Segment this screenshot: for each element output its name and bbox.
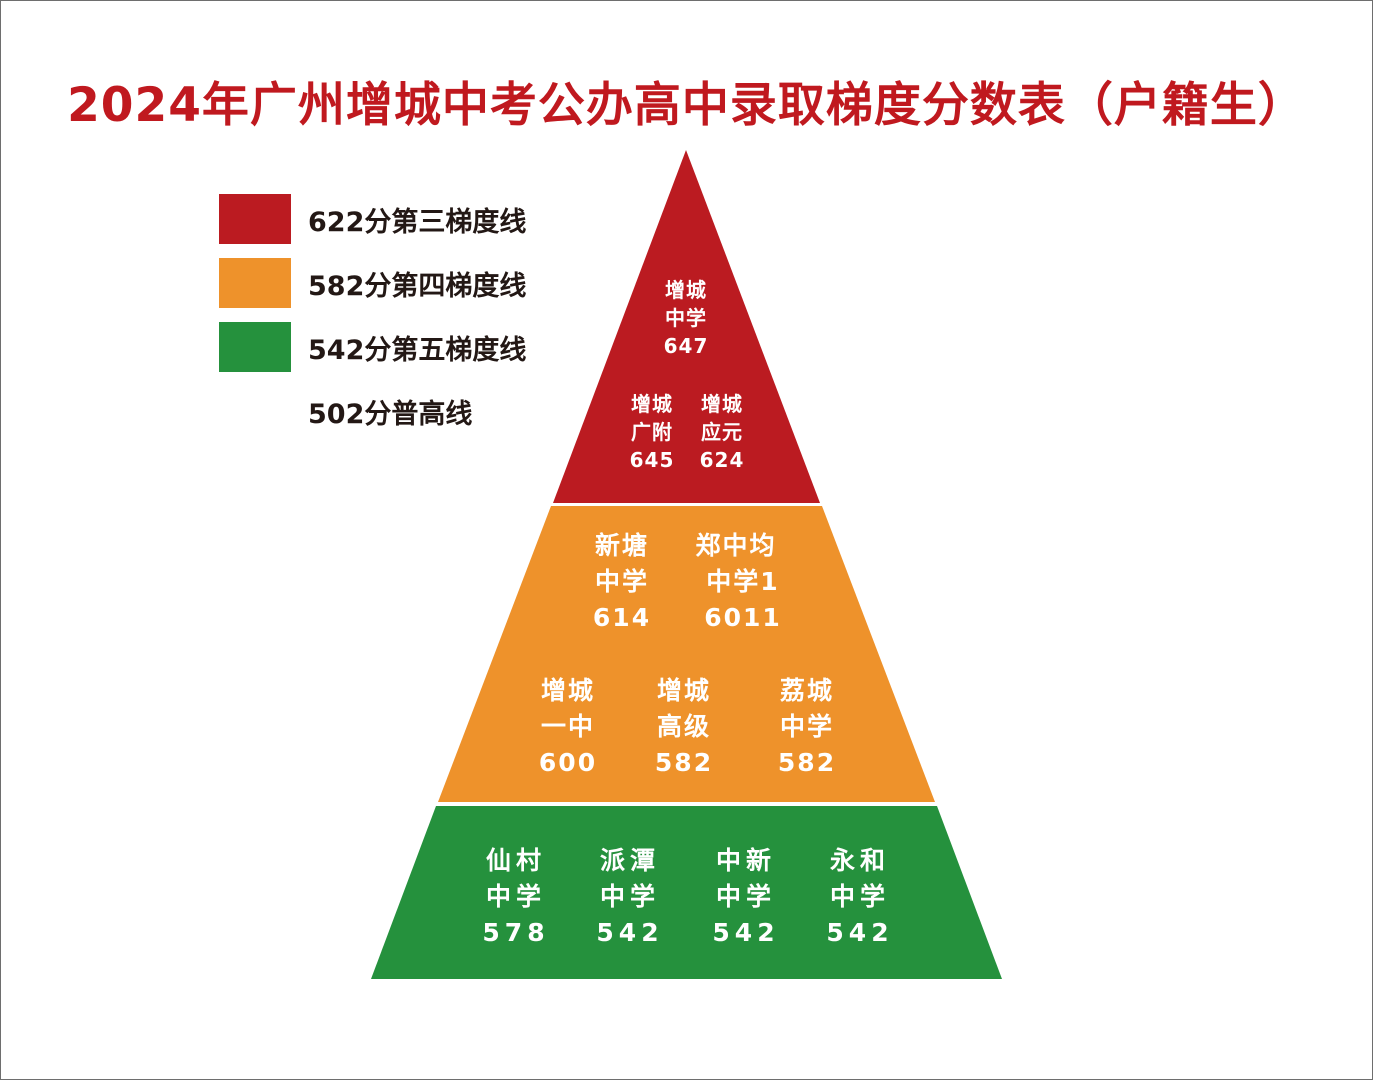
school-name-line2: 广附 bbox=[631, 420, 673, 444]
school-name-line2: 中学 bbox=[715, 882, 776, 911]
school-label: 新塘 中学 614 bbox=[572, 528, 672, 636]
legend-item-tier5: 542分第五梯度线 bbox=[219, 322, 526, 372]
school-label: 增城 中学 647 bbox=[646, 276, 726, 360]
school-score: 645 bbox=[629, 448, 675, 472]
page-title: 2024年广州增城中考公办高中录取梯度分数表（户籍生） bbox=[67, 78, 1306, 133]
school-label: 郑中均 中学1 6011 bbox=[676, 528, 796, 636]
school-name-line2: 中学 bbox=[594, 567, 649, 596]
school-name-line1: 仙村 bbox=[485, 846, 546, 875]
school-name-line1: 郑中均 bbox=[695, 531, 777, 560]
school-score: 578 bbox=[482, 918, 550, 947]
school-score: 647 bbox=[663, 334, 709, 358]
school-label: 增城 广附 645 bbox=[612, 390, 692, 474]
school-name-line1: 增城 bbox=[540, 676, 595, 705]
school-label: 增城 应元 624 bbox=[682, 390, 762, 474]
legend-item-tier4: 582分第四梯度线 bbox=[219, 258, 526, 308]
school-name-line2: 一中 bbox=[540, 712, 595, 741]
school-name-line1: 荔城 bbox=[779, 676, 834, 705]
school-name-line2: 中学 bbox=[829, 882, 890, 911]
legend-label: 622分第三梯度线 bbox=[308, 206, 527, 238]
school-name-line2: 高级 bbox=[656, 712, 711, 741]
school-name-line1: 增城 bbox=[701, 392, 743, 416]
school-score: 624 bbox=[699, 448, 745, 472]
school-name-line2: 中学1 bbox=[706, 567, 780, 596]
school-name-line2: 中学 bbox=[599, 882, 660, 911]
legend-swatch-orange bbox=[219, 258, 291, 308]
school-score: 614 bbox=[592, 603, 652, 632]
school-name-line1: 新塘 bbox=[594, 531, 649, 560]
legend-label: 542分第五梯度线 bbox=[308, 334, 527, 366]
school-score: 542 bbox=[712, 918, 780, 947]
school-score: 542 bbox=[826, 918, 894, 947]
school-label: 增城 高级 582 bbox=[634, 673, 734, 781]
school-score: 582 bbox=[654, 748, 714, 777]
school-name-line2: 中学 bbox=[485, 882, 546, 911]
school-label: 中新 中学 542 bbox=[696, 843, 796, 951]
school-score: 582 bbox=[777, 748, 837, 777]
school-label: 永和 中学 542 bbox=[810, 843, 910, 951]
school-name-line2: 中学 bbox=[665, 306, 707, 330]
school-name-line1: 增城 bbox=[656, 676, 711, 705]
legend-swatch-green bbox=[219, 322, 291, 372]
school-name-line1: 增城 bbox=[665, 278, 707, 302]
school-name-line1: 派潭 bbox=[599, 846, 660, 875]
pyramid-tier-green bbox=[371, 806, 1002, 979]
school-label: 派潭 中学 542 bbox=[580, 843, 680, 951]
school-score: 6011 bbox=[704, 603, 782, 632]
school-label: 仙村 中学 578 bbox=[466, 843, 566, 951]
school-score: 600 bbox=[538, 748, 598, 777]
pyramid-tier-red bbox=[553, 150, 820, 503]
school-label: 增城 一中 600 bbox=[518, 673, 618, 781]
pyramid-tier-orange bbox=[438, 506, 935, 802]
legend-label: 582分第四梯度线 bbox=[308, 270, 527, 302]
legend-item-general: 502分普高线 bbox=[219, 386, 472, 436]
legend-item-tier3: 622分第三梯度线 bbox=[219, 194, 526, 244]
school-name-line2: 中学 bbox=[779, 712, 834, 741]
school-name-line1: 永和 bbox=[829, 846, 890, 875]
legend-label: 502分普高线 bbox=[308, 398, 473, 430]
school-label: 荔城 中学 582 bbox=[752, 673, 862, 781]
school-name-line1: 增城 bbox=[631, 392, 673, 416]
school-name-line1: 中新 bbox=[715, 846, 776, 875]
legend-swatch-red bbox=[219, 194, 291, 244]
school-name-line2: 应元 bbox=[701, 420, 743, 444]
school-score: 542 bbox=[596, 918, 664, 947]
